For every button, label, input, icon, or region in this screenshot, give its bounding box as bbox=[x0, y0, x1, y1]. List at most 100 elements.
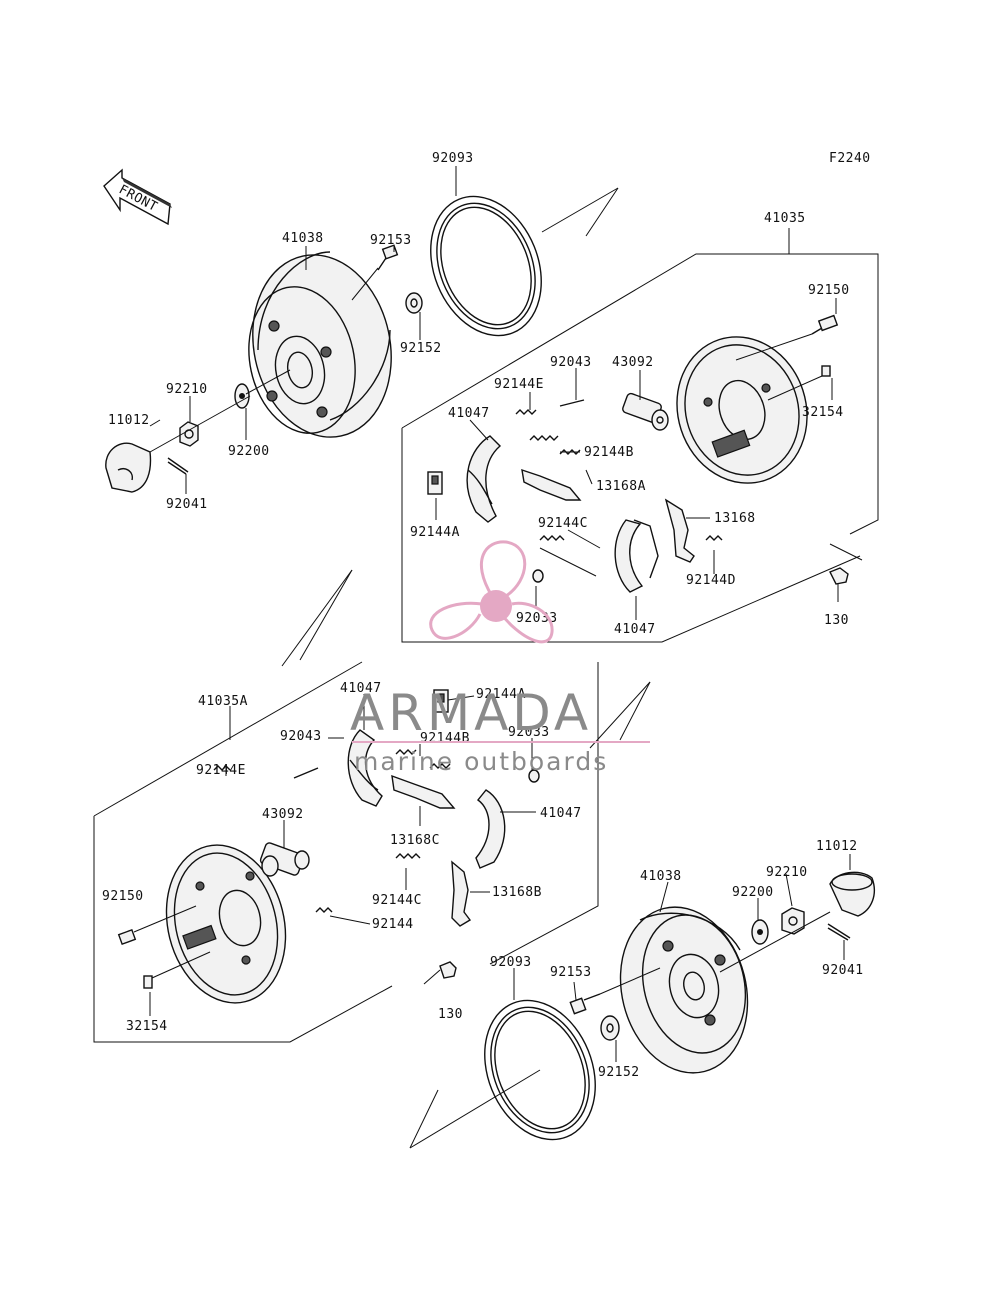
brake-shoe-bottom-1 bbox=[347, 729, 383, 807]
wheel-cylinder-bottom bbox=[259, 842, 310, 877]
cotter-pin-bottom bbox=[827, 923, 851, 941]
label-92144A-top: 92144A bbox=[410, 525, 460, 540]
brake-shoe-top-2 bbox=[614, 519, 659, 593]
label-43092-bottom: 43092 bbox=[262, 807, 304, 822]
group-bracket-41035A bbox=[93, 661, 599, 1043]
label-41035-top: 41035 bbox=[764, 211, 806, 226]
brake-drum-bottom bbox=[619, 906, 749, 1074]
backing-plate-top bbox=[676, 336, 808, 484]
label-32154-top: 32154 bbox=[802, 405, 844, 420]
bolt-92153-bottom bbox=[569, 967, 661, 1015]
label-41047-bottom-2: 41047 bbox=[540, 806, 582, 821]
washer-92200-bottom bbox=[751, 919, 769, 945]
propeller-logo bbox=[429, 540, 554, 644]
label-41035A-bottom: 41035A bbox=[198, 694, 248, 709]
pin-92043-top bbox=[559, 399, 585, 407]
bolt-130-top bbox=[829, 567, 849, 602]
diagram-code: F2240 bbox=[829, 151, 871, 166]
brake-shoe-bottom-2 bbox=[475, 789, 506, 869]
brake-drum-top bbox=[248, 251, 392, 438]
wheel-cylinder-top bbox=[622, 392, 669, 431]
label-92150-bottom: 92150 bbox=[102, 889, 144, 904]
label-92153-top: 92153 bbox=[370, 233, 412, 248]
label-92153-bottom: 92153 bbox=[550, 965, 592, 980]
bolt-130-bottom bbox=[423, 961, 457, 985]
seal-ring-top bbox=[430, 195, 542, 337]
clip-92144A-bottom bbox=[433, 689, 449, 713]
label-92144-bottom: 92144 bbox=[372, 917, 414, 932]
watermark-brand: ARMADA bbox=[350, 684, 592, 742]
label-130-top: 130 bbox=[824, 613, 849, 628]
label-92200-bottom: 92200 bbox=[732, 885, 774, 900]
axis-line-top bbox=[149, 395, 251, 453]
label-92210-top: 92210 bbox=[166, 382, 208, 397]
seal-ring-bottom bbox=[484, 999, 596, 1141]
label-92093-top: 92093 bbox=[432, 151, 474, 166]
lever-13168A bbox=[521, 468, 582, 501]
watermark-tagline: marine outboards bbox=[354, 747, 608, 776]
label-32154-bottom: 32154 bbox=[126, 1019, 168, 1034]
leader-lines-top bbox=[149, 166, 837, 620]
springs-bottom bbox=[213, 749, 451, 913]
label-41047-top-1: 41047 bbox=[448, 406, 490, 421]
label-92043-top: 92043 bbox=[550, 355, 592, 370]
label-92152-bottom: 92152 bbox=[598, 1065, 640, 1080]
front-arrow-icon: FRONT bbox=[103, 168, 172, 226]
label-13168-top: 13168 bbox=[714, 511, 756, 526]
leader-lines-bottom bbox=[149, 694, 851, 1062]
armada-watermark: ARMADA marine outboards bbox=[350, 540, 650, 776]
bolt-92150-top bbox=[735, 314, 839, 361]
label-13168A-top: 13168A bbox=[596, 479, 646, 494]
lever-13168C bbox=[391, 774, 456, 809]
label-92144C-top: 92144C bbox=[538, 516, 588, 531]
label-92144E-top: 92144E bbox=[494, 377, 544, 392]
backing-plate-bottom bbox=[165, 844, 287, 1004]
label-92200-top: 92200 bbox=[228, 444, 270, 459]
label-92210-bottom: 92210 bbox=[766, 865, 808, 880]
washer-92033-bottom bbox=[528, 769, 540, 783]
washer-92152-top bbox=[405, 292, 423, 314]
label-92150-top: 92150 bbox=[808, 283, 850, 298]
label-41047-top-2: 41047 bbox=[614, 622, 656, 637]
stud-32154-top bbox=[767, 365, 831, 401]
group-bracket-41035 bbox=[401, 228, 879, 643]
label-92144A-bottom: 92144A bbox=[476, 687, 526, 702]
label-92144E-bottom: 92144E bbox=[196, 763, 246, 778]
label-92144C-bottom: 92144C bbox=[372, 893, 422, 908]
label-92144D-top: 92144D bbox=[686, 573, 736, 588]
label-41038-top: 41038 bbox=[282, 231, 324, 246]
label-41038-bottom: 41038 bbox=[640, 869, 682, 884]
pin-92043-bottom bbox=[293, 767, 319, 779]
bolt-92150-bottom bbox=[117, 905, 197, 945]
nut-92210-bottom bbox=[781, 907, 805, 935]
washer-92152-bottom bbox=[600, 1015, 620, 1041]
lever-13168 bbox=[664, 498, 695, 563]
clip-92144A-top bbox=[427, 471, 443, 495]
bolt-92153-top bbox=[351, 244, 399, 301]
label-11012-bottom: 11012 bbox=[816, 839, 858, 854]
label-13168B-bottom: 13168B bbox=[492, 885, 542, 900]
hub-cap-bottom bbox=[829, 871, 876, 917]
washer-92200-top bbox=[234, 383, 250, 409]
label-92033-bottom: 92033 bbox=[508, 725, 550, 740]
washer-92033-top bbox=[532, 569, 544, 583]
label-92152-top: 92152 bbox=[400, 341, 442, 356]
label-130-bottom: 130 bbox=[438, 1007, 463, 1022]
guide-lines bbox=[281, 187, 651, 1149]
stud-32154-bottom bbox=[143, 951, 211, 989]
lever-13168B bbox=[451, 860, 472, 927]
label-92041-top: 92041 bbox=[166, 497, 208, 512]
cotter-pin-top bbox=[167, 457, 189, 475]
label-11012-top: 11012 bbox=[108, 413, 150, 428]
label-92093-bottom: 92093 bbox=[490, 955, 532, 970]
label-92043-bottom: 92043 bbox=[280, 729, 322, 744]
brake-shoe-top-1 bbox=[466, 435, 502, 523]
hub-cap-top bbox=[105, 442, 152, 493]
axis-line-bottom bbox=[719, 911, 831, 973]
label-92041-bottom: 92041 bbox=[822, 963, 864, 978]
label-92144B-top: 92144B bbox=[584, 445, 634, 460]
label-13168C-bottom: 13168C bbox=[390, 833, 440, 848]
label-41047-bottom-1: 41047 bbox=[340, 681, 382, 696]
label-43092-top: 43092 bbox=[612, 355, 654, 370]
